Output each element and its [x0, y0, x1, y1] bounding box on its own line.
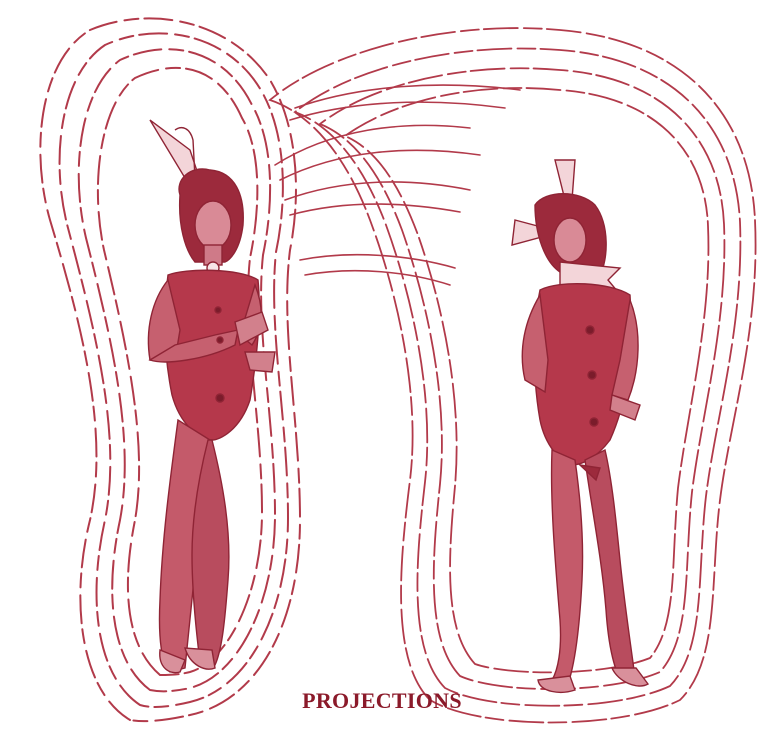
left-woman	[148, 120, 275, 673]
projection-streaks	[275, 85, 520, 285]
right-aura	[270, 28, 756, 722]
caption-title: PROJECTIONS	[262, 688, 502, 714]
right-woman	[512, 160, 648, 692]
